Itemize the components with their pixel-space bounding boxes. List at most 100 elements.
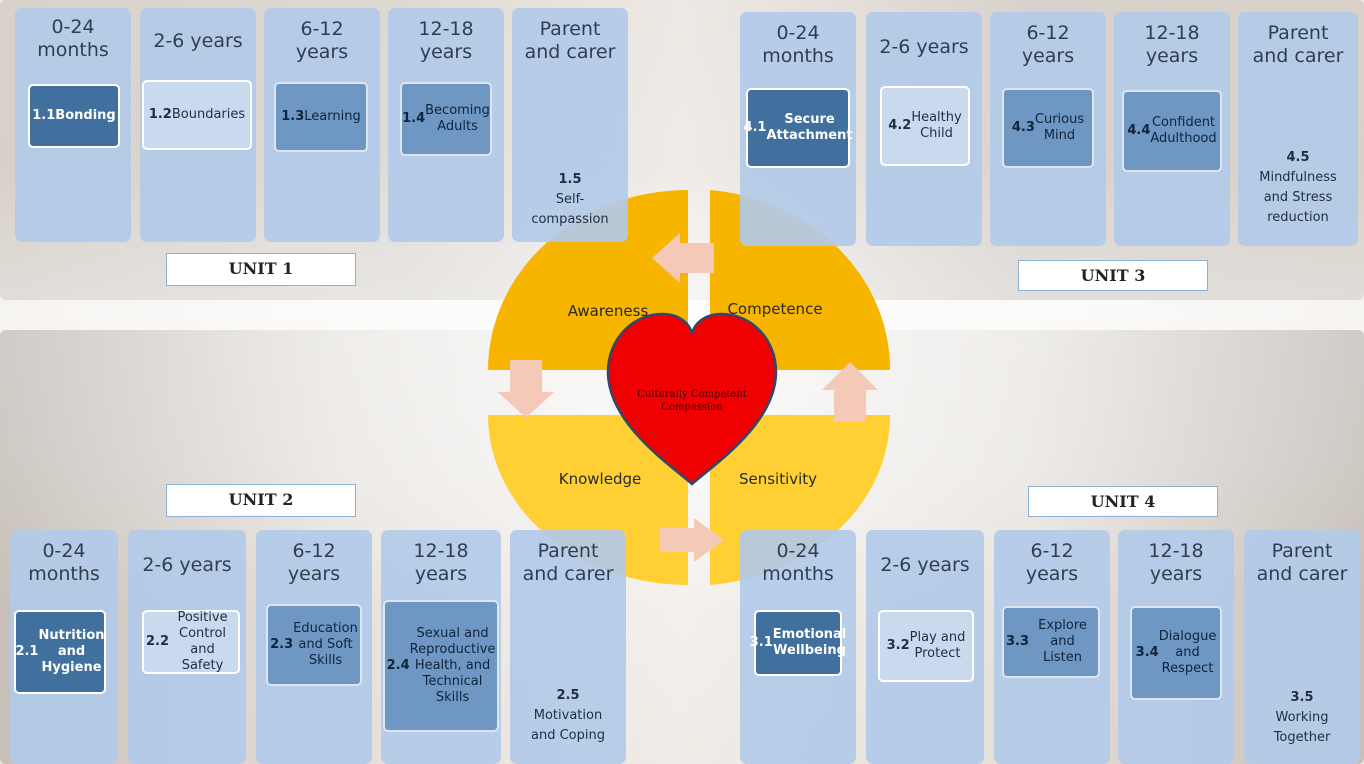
- age-label: 2-6 years: [879, 36, 969, 58]
- quadrant-knowledge: [488, 415, 688, 585]
- age-label: 0-24 months: [762, 540, 834, 585]
- module-tile[interactable]: 3.1 Emotional Wellbeing: [750, 610, 846, 676]
- module-tile[interactable]: 1.4 Becoming Adults: [400, 82, 492, 156]
- module-tile[interactable]: 4.2 Healthy Child: [880, 86, 970, 166]
- module-tile[interactable]: 4.3 Curious Mind: [1002, 88, 1094, 168]
- unit3-column-12-18-years: 12-18 years 4.4 Confident Adulthood: [1114, 12, 1230, 246]
- module-tile[interactable]: 2.4 Sexual and Reproductive Health, and …: [383, 600, 499, 732]
- module-number: 2.1: [15, 644, 39, 659]
- unit4-column-6-12-years: 6-12 years 3.3 Explore and Listen: [994, 530, 1110, 764]
- module-number: 3.5: [1290, 690, 1314, 705]
- module-tile[interactable]: 2.3 Education and Soft Skills: [266, 604, 362, 686]
- module-tile[interactable]: 4.1 Secure Attachment: [743, 88, 853, 168]
- module-label: Sexual and Reproductive Health, and Tech…: [409, 626, 496, 705]
- age-label: Parent and carer: [522, 540, 614, 585]
- module-tile[interactable]: 1.2 Boundaries: [142, 80, 252, 150]
- module-label: Healthy Child: [911, 110, 962, 141]
- age-label: 0-24 months: [28, 540, 100, 585]
- module-number: 3.2: [886, 638, 910, 653]
- age-label: 6-12 years: [1021, 22, 1075, 67]
- module-number: 4.4: [1127, 123, 1151, 138]
- age-label: 2-6 years: [153, 30, 243, 52]
- module-label: Learning: [304, 109, 361, 124]
- module-tile[interactable]: 1.1 Bonding: [28, 84, 120, 148]
- unit2-column-parent-carer: Parent and carer 2.5 Motivation and Copi…: [510, 530, 626, 764]
- module-number: 1.3: [281, 109, 305, 124]
- module-number: 2.5: [556, 688, 580, 703]
- module-number: 1.1: [32, 108, 56, 123]
- age-label: Parent and carer: [1252, 22, 1344, 67]
- module-number: 4.3: [1011, 120, 1035, 135]
- module-label: Education and Soft Skills: [293, 621, 358, 668]
- module-label: Mindfulness and Stress reduction: [1259, 170, 1337, 225]
- unit-3-label: UNIT 3: [1018, 260, 1208, 291]
- module-number: 2.2: [146, 634, 170, 649]
- age-label: 0-24 months: [762, 22, 834, 67]
- unit3-column-2-6-years: 2-6 years 4.2 Healthy Child: [866, 12, 982, 246]
- module-number: 1.5: [558, 172, 582, 187]
- module-tile[interactable]: 2.2 Positive Control and Safety: [142, 610, 240, 674]
- age-label: Parent and carer: [1256, 540, 1348, 585]
- module-label: Self- compassion: [531, 192, 609, 227]
- age-label: 6-12 years: [1025, 540, 1079, 585]
- module-label: Curious Mind: [1034, 112, 1085, 143]
- unit4-column-0-24-months: 0-24 months 3.1 Emotional Wellbeing: [740, 530, 856, 764]
- module-number: 3.4: [1135, 645, 1159, 660]
- unit2-column-6-12-years: 6-12 years 2.3 Education and Soft Skills: [256, 530, 372, 764]
- age-label: 12-18 years: [1148, 540, 1204, 585]
- module-tile[interactable]: 3.3 Explore and Listen: [1002, 606, 1100, 678]
- age-label: 2-6 years: [880, 554, 970, 576]
- module-text: 2.5 Motivation and Coping: [510, 686, 626, 746]
- arrow-down: [498, 360, 554, 418]
- module-label: Positive Control and Safety: [177, 610, 228, 673]
- unit1-column-6-12-years: 6-12 years 1.3 Learning: [264, 8, 380, 242]
- module-label: Emotional Wellbeing: [772, 627, 847, 658]
- module-text: 1.5 Self- compassion: [512, 170, 628, 230]
- unit1-column-2-6-years: 2-6 years 1.2 Boundaries: [140, 8, 256, 242]
- module-number: 1.4: [402, 111, 426, 126]
- module-tile[interactable]: 2.1 Nutrition and Hygiene: [14, 610, 106, 694]
- module-label: Confident Adulthood: [1150, 115, 1217, 146]
- unit2-column-0-24-months: 0-24 months 2.1 Nutrition and Hygiene: [10, 530, 118, 764]
- module-label: Secure Attachment: [766, 112, 853, 143]
- label-sensitivity: Sensitivity: [738, 470, 818, 488]
- heart-caption: Culturally Competent Compassion: [637, 389, 747, 413]
- unit1-column-parent-carer: Parent and carer 1.5 Self- compassion: [512, 8, 628, 242]
- module-label: Bonding: [55, 108, 116, 123]
- unit1-column-12-18-years: 12-18 years 1.4 Becoming Adults: [388, 8, 504, 242]
- module-tile[interactable]: 3.2 Play and Protect: [878, 610, 974, 682]
- unit2-column-2-6-years: 2-6 years 2.2 Positive Control and Safet…: [128, 530, 246, 764]
- arrow-up: [822, 362, 878, 422]
- age-label: 6-12 years: [287, 540, 341, 585]
- label-awareness: Awareness: [567, 302, 649, 320]
- heart-icon: [606, 312, 778, 486]
- age-label: 12-18 years: [413, 540, 469, 585]
- age-label: 0-24 months: [37, 16, 109, 61]
- unit3-column-0-24-months: 0-24 months 4.1 Secure Attachment: [740, 12, 856, 246]
- module-text: 3.5 Working Together: [1244, 688, 1360, 748]
- module-tile[interactable]: 4.4 Confident Adulthood: [1122, 90, 1222, 172]
- age-label: 2-6 years: [142, 554, 232, 576]
- module-label: Explore and Listen: [1038, 618, 1087, 665]
- module-label: Nutrition and Hygiene: [38, 628, 105, 675]
- module-label: Dialogue and Respect: [1158, 629, 1217, 676]
- module-label: Working Together: [1273, 710, 1331, 745]
- module-number: 2.4: [386, 658, 410, 673]
- module-number: 4.5: [1286, 150, 1310, 165]
- module-tile[interactable]: 1.3 Learning: [274, 82, 368, 152]
- unit1-column-0-24-months: 0-24 months 1.1 Bonding: [15, 8, 131, 242]
- module-label: Boundaries: [171, 107, 246, 122]
- unit4-column-12-18-years: 12-18 years 3.4 Dialogue and Respect: [1118, 530, 1234, 764]
- age-label: 6-12 years: [295, 18, 349, 63]
- unit4-column-2-6-years: 2-6 years 3.2 Play and Protect: [866, 530, 984, 764]
- module-label: Play and Protect: [909, 630, 966, 661]
- module-tile[interactable]: 3.4 Dialogue and Respect: [1130, 606, 1222, 700]
- age-label: 12-18 years: [1144, 22, 1200, 67]
- unit4-column-parent-carer: Parent and carer 3.5 Working Together: [1244, 530, 1360, 764]
- age-label: Parent and carer: [524, 18, 616, 63]
- unit3-column-6-12-years: 6-12 years 4.3 Curious Mind: [990, 12, 1106, 246]
- unit-2-label: UNIT 2: [166, 484, 356, 517]
- unit3-column-parent-carer: Parent and carer 4.5 Mindfulness and Str…: [1238, 12, 1358, 246]
- module-number: 3.1: [749, 635, 773, 650]
